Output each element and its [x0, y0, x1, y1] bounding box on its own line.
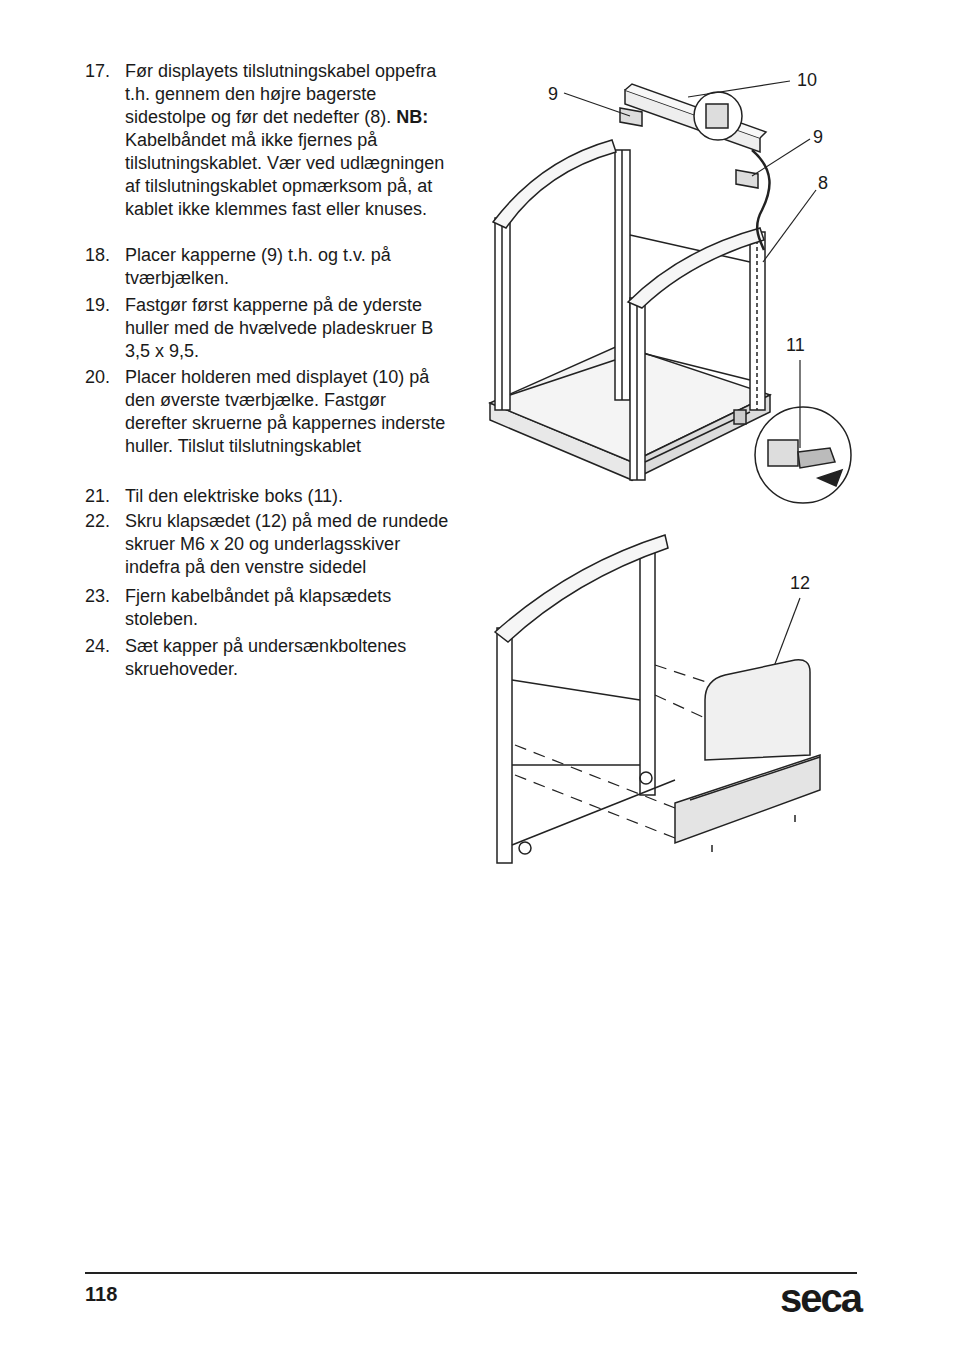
step-number: 22. [85, 510, 110, 533]
callout-number: 9 [813, 127, 823, 147]
frame-drawing [490, 84, 851, 503]
step-text: Fastgør først kapperne på de yderste hul… [125, 294, 453, 363]
callout-number: 11 [786, 335, 805, 355]
callout-number: 9 [548, 84, 558, 104]
instruction-text: Placer holderen med displayet (10) på de… [125, 367, 445, 456]
instruction-text: Kabelbåndet må ikke fjernes på tilslutni… [125, 130, 444, 219]
instruction-text: Fjern kabelbåndet på klapsædets stoleben… [125, 586, 391, 629]
step-text: Sæt kapper på undersænkboltenes skruehov… [125, 635, 453, 681]
step-number: 23. [85, 585, 110, 608]
instruction-text: Placer kapperne (9) t.h. og t.v. på tvær… [125, 245, 391, 288]
step-number: 19. [85, 294, 110, 317]
seat-drawing [495, 535, 820, 863]
step-number: 20. [85, 366, 110, 389]
callout-number: 8 [818, 173, 828, 193]
brand-logo: seca [780, 1278, 861, 1318]
step-number: 21. [85, 485, 110, 508]
instruction-text: Før displayets tilslutningskabel oppefra… [125, 61, 436, 127]
step-text: Skru klapsædet (12) på med de rundede sk… [125, 510, 453, 579]
step-number: 17. [85, 60, 110, 83]
callout-number: 10 [797, 70, 817, 90]
instruction-text: Fastgør først kapperne på de yderste hul… [125, 295, 433, 361]
note-marker: NB: [391, 107, 428, 127]
step-text: Fjern kabelbåndet på klapsædets stoleben… [125, 585, 453, 631]
instruction-text: Til den elektriske boks (11). [125, 486, 343, 506]
step-number: 18. [85, 244, 110, 267]
step-text: Placer kapperne (9) t.h. og t.v. på tvær… [125, 244, 453, 290]
step-number: 24. [85, 635, 110, 658]
instruction-text: Skru klapsædet (12) på med de rundede sk… [125, 511, 448, 577]
footer-rule [85, 1272, 857, 1274]
step-text: Placer holderen med displayet (10) på de… [125, 366, 453, 458]
step-text: Til den elektriske boks (11). [125, 485, 453, 508]
callout-number: 12 [790, 573, 810, 593]
instruction-text: Sæt kapper på undersænkboltenes skruehov… [125, 636, 406, 679]
leader-lines [564, 81, 816, 735]
step-text: Før displayets tilslutningskabel oppefra… [125, 60, 453, 221]
page-number: 118 [85, 1283, 117, 1306]
